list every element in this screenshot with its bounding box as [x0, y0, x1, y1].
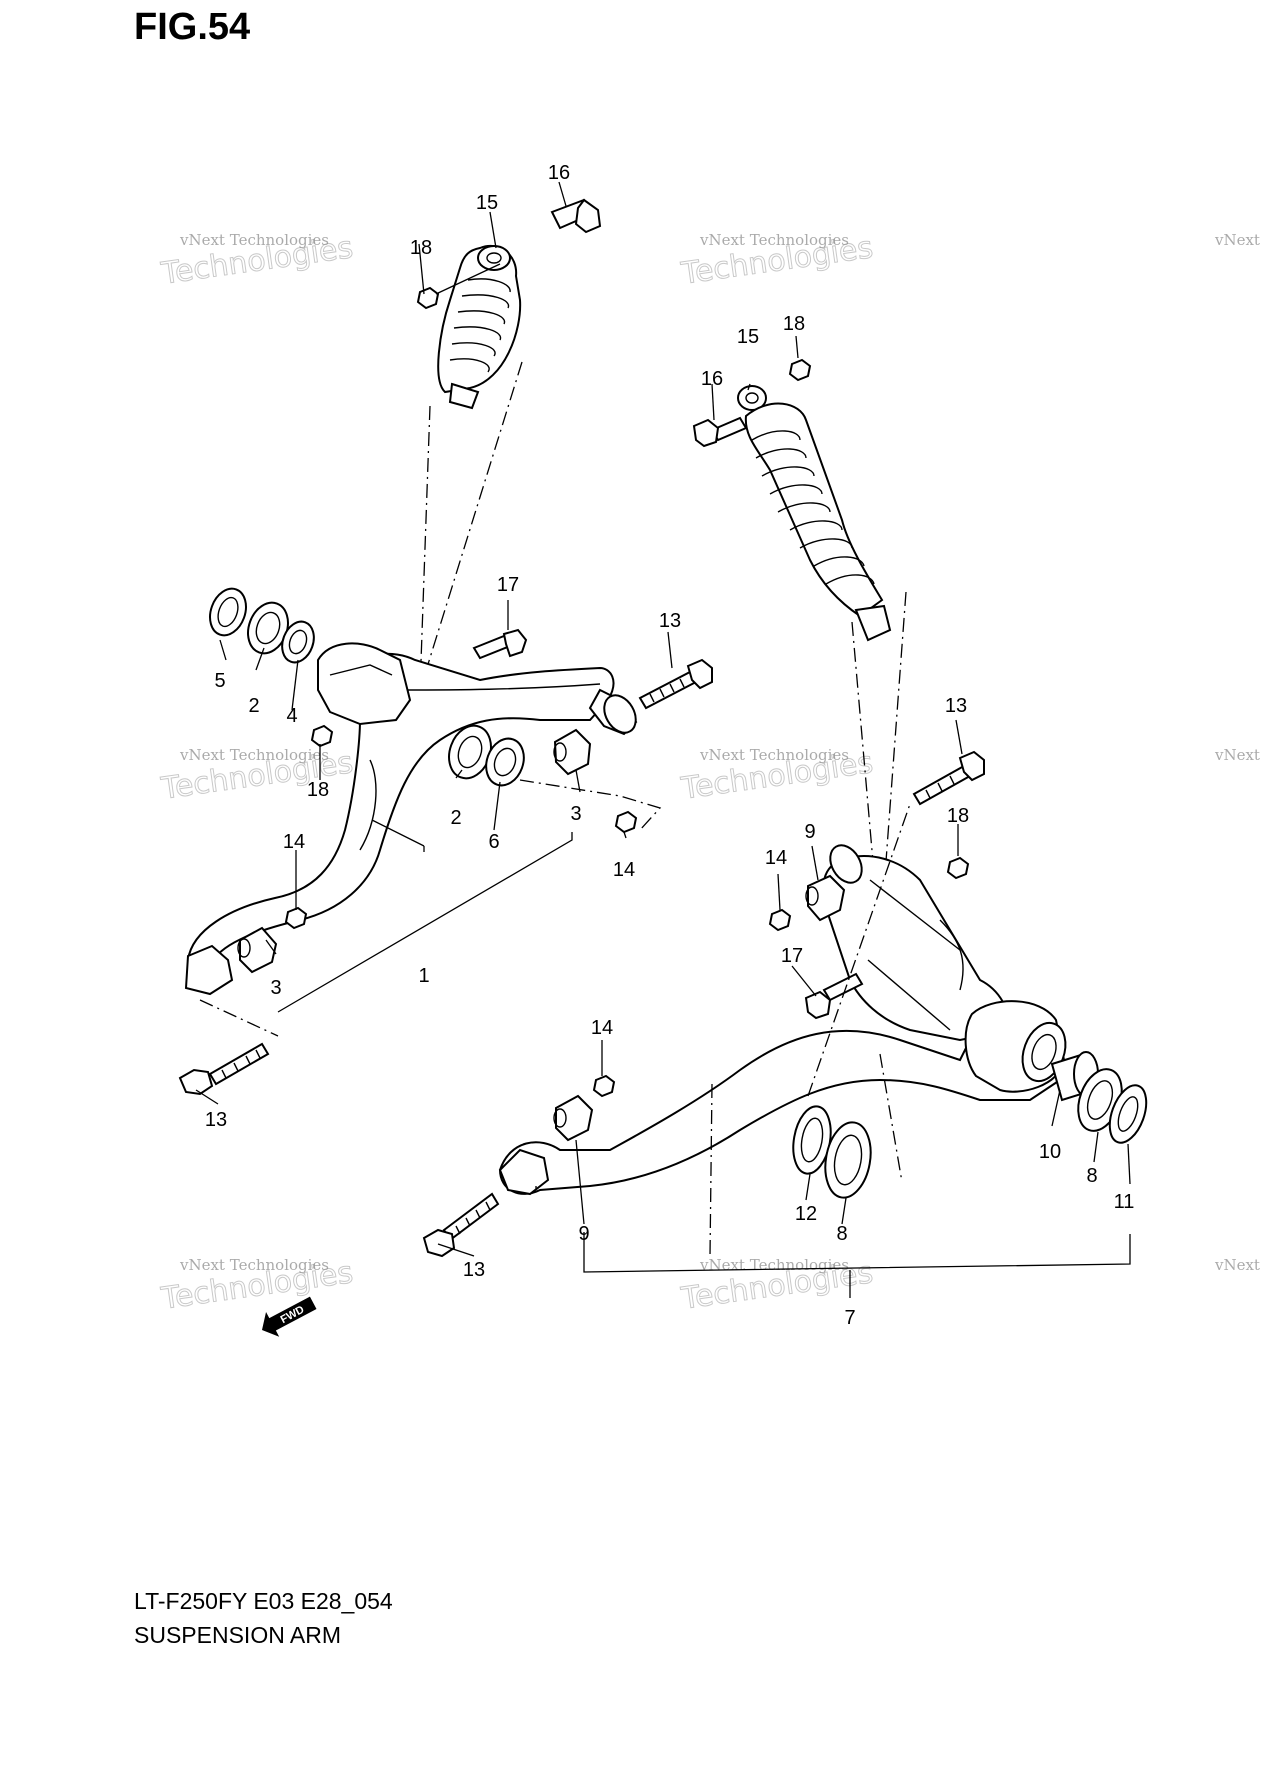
callout-16: 16 — [548, 162, 570, 184]
callout-13: 13 — [659, 610, 681, 632]
bolt-17-left — [472, 628, 528, 660]
nut-18-left-top — [416, 286, 440, 310]
watermark-text: vNext Technologies — [179, 1256, 329, 1274]
callout-14: 14 — [765, 847, 787, 869]
watermark-text: vNext Technologies — [699, 746, 849, 764]
bearing-8-right-lower — [824, 1121, 872, 1199]
callout-13: 13 — [463, 1259, 485, 1281]
callout-14: 14 — [613, 859, 635, 881]
nut-14-left-lower — [284, 906, 308, 930]
nut-14-left-upper — [614, 810, 638, 834]
seal-6-left — [485, 737, 525, 787]
left-suspension-assembly: 16 15 18 17 13 5 2 4 18 2 6 3 14 14 3 1 … — [178, 162, 713, 1131]
nut-14-right-lower — [592, 1074, 616, 1098]
callout-3: 3 — [270, 977, 281, 999]
shock-absorber-left — [437, 245, 522, 410]
callout-13: 13 — [205, 1109, 227, 1131]
callout-7: 7 — [844, 1307, 855, 1329]
callout-13: 13 — [945, 695, 967, 717]
watermark-text: vNext — [1214, 746, 1260, 764]
callout-8: 8 — [1086, 1165, 1097, 1187]
callout-18: 18 — [783, 313, 805, 335]
bushing-3-left-lower — [237, 926, 278, 974]
bushing-9-right-upper — [805, 874, 846, 922]
spacer-4-left — [281, 620, 315, 664]
nut-14-right-upper — [768, 908, 792, 932]
callout-6: 6 — [488, 831, 499, 853]
figure-title: FIG.54 — [134, 6, 251, 48]
callout-15: 15 — [737, 326, 759, 348]
bolt-17-right — [804, 972, 864, 1020]
bolt-13-right-upper — [912, 750, 985, 806]
callout-3: 3 — [570, 803, 581, 825]
callout-14: 14 — [283, 831, 305, 853]
callout-17: 17 — [781, 945, 803, 967]
bolt-13-left-upper — [638, 658, 713, 710]
bushing-9-right-lower — [553, 1094, 594, 1142]
bushing-3-left-upper — [553, 728, 592, 776]
callout-4: 4 — [286, 705, 297, 727]
fwd-label: FWD — [279, 1304, 307, 1326]
nut-18-right-top — [788, 358, 812, 382]
callout-1: 1 — [418, 965, 429, 987]
callout-9: 9 — [804, 821, 815, 843]
right-suspension-assembly: 15 18 16 13 18 9 14 17 14 10 8 11 12 8 9… — [422, 313, 1148, 1329]
callout-5: 5 — [214, 670, 225, 692]
bolt-16-left — [550, 198, 602, 234]
watermark-text: vNext — [1214, 231, 1260, 249]
bolt-16-right — [692, 416, 748, 448]
callout-9: 9 — [578, 1223, 589, 1245]
watermark-text: vNext Technologies — [179, 231, 329, 249]
watermark-text: vNext Technologies — [179, 746, 329, 764]
callout-2: 2 — [450, 807, 461, 829]
seal-5-left — [209, 587, 247, 637]
callout-15: 15 — [476, 192, 498, 214]
watermark-text: vNext Technologies — [699, 231, 849, 249]
suspension-arm-left — [184, 642, 638, 996]
callout-18: 18 — [307, 779, 329, 801]
nut-18-right-mid — [946, 856, 970, 880]
bolt-13-left-lower — [178, 1042, 270, 1096]
bolt-13-right-lower — [422, 1192, 500, 1258]
callout-18: 18 — [410, 237, 432, 259]
callout-14: 14 — [591, 1017, 613, 1039]
suspension-arm-right — [498, 844, 1067, 1196]
part-name: SUSPENSION ARM — [134, 1622, 342, 1648]
callout-16: 16 — [701, 368, 723, 390]
callout-2: 2 — [248, 695, 259, 717]
seal-11-right — [1108, 1084, 1148, 1144]
watermark-text: vNext — [1214, 1256, 1260, 1274]
callout-10: 10 — [1039, 1141, 1061, 1163]
callout-8: 8 — [836, 1223, 847, 1245]
callout-11: 11 — [1114, 1191, 1135, 1213]
seal-12-right — [792, 1105, 832, 1175]
callout-17: 17 — [497, 574, 519, 596]
callout-18: 18 — [947, 805, 969, 827]
nut-18-left-lower — [310, 724, 334, 748]
model-code: LT-F250FY E03 E28_054 — [134, 1588, 393, 1614]
callout-12: 12 — [795, 1203, 817, 1225]
shock-absorber-right — [737, 385, 892, 642]
